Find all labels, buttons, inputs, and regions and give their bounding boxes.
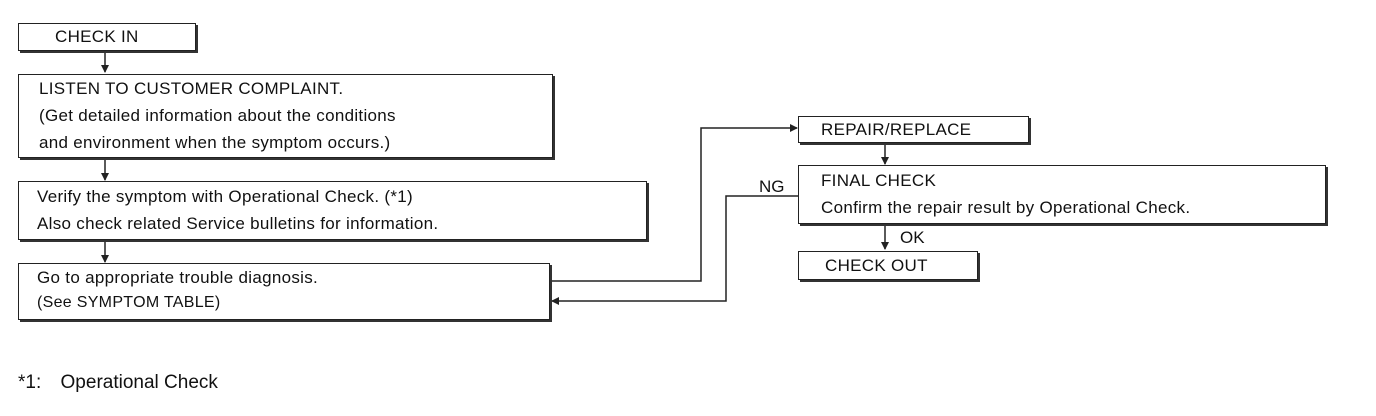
arrow-ng-back-to-diagnosis [551,195,798,305]
repair-label: REPAIR/REPLACE [821,120,972,139]
diagnosis-line-2: (See SYMPTOM TABLE) [37,294,221,311]
listen-line-3: and environment when the symptom occurs.… [39,133,391,152]
final-check-box: FINAL CHECK Confirm the repair result by… [798,165,1326,224]
footnote-text: Operational Check [60,372,218,393]
verify-line-2: Also check related Service bulletins for… [37,214,439,233]
arrow-diagnosis-to-repair [550,124,798,282]
diagnosis-line-1: Go to appropriate trouble diagnosis. [37,268,319,287]
listen-line-1: LISTEN TO CUSTOMER COMPLAINT. [39,79,344,98]
check-in-box: CHECK IN [18,23,196,51]
ok-label: OK [900,228,925,247]
footnote-marker: *1: [18,372,42,393]
check-in-label: CHECK IN [55,27,139,46]
check-out-box: CHECK OUT [798,251,978,280]
trouble-diagnosis-box: Go to appropriate trouble diagnosis. (Se… [18,263,550,320]
ng-label: NG [759,177,785,196]
final-check-line-1: FINAL CHECK [821,171,937,190]
repair-replace-box: REPAIR/REPLACE [798,116,1029,143]
verify-symptom-box: Verify the symptom with Operational Chec… [18,181,647,240]
verify-line-1: Verify the symptom with Operational Chec… [37,187,413,206]
listen-line-2: (Get detailed information about the cond… [39,106,396,125]
footnote: *1: Operational Check [18,372,218,394]
final-check-line-2: Confirm the repair result by Operational… [821,198,1191,217]
listen-complaint-box: LISTEN TO CUSTOMER COMPLAINT. (Get detai… [18,74,553,158]
check-out-label: CHECK OUT [825,256,928,275]
